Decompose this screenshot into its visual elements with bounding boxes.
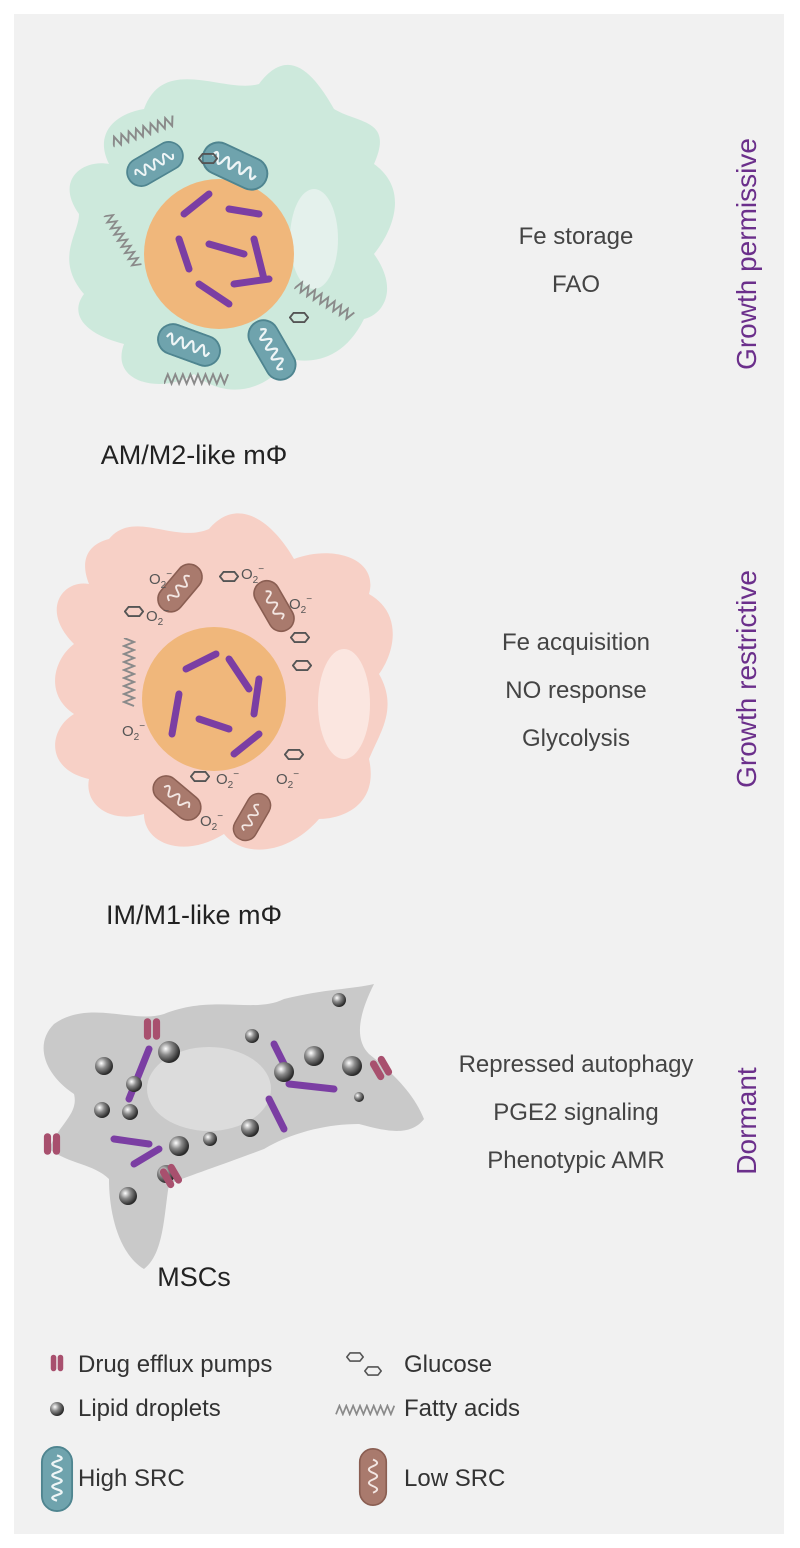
property-fe-storage: Fe storage bbox=[519, 223, 634, 250]
im-m1-macrophage bbox=[55, 513, 393, 850]
state-dormant: Dormant bbox=[731, 1067, 762, 1175]
legend-high-src: High SRC bbox=[78, 1465, 185, 1492]
lipid-droplet bbox=[241, 1119, 259, 1137]
legend-high-src-icon bbox=[40, 1446, 74, 1512]
lipid-droplet bbox=[342, 1056, 362, 1076]
lipid-droplet bbox=[169, 1136, 189, 1156]
superoxide-labels: O2− O2− O2− O2− O2− O2− O2− O2− bbox=[122, 564, 312, 833]
am-m2-vacuole bbox=[290, 189, 338, 289]
superoxide-label: O2− bbox=[149, 569, 172, 591]
lipid-droplet bbox=[95, 1057, 113, 1075]
lipid-droplet bbox=[274, 1062, 294, 1082]
cell-label-am-m2: AM/M2-like mΦ bbox=[101, 440, 288, 470]
am-m2-macrophage bbox=[69, 64, 395, 390]
im-m1-vacuole bbox=[318, 649, 370, 759]
cell-label-im-m1: IM/M1-like mΦ bbox=[106, 900, 282, 930]
legend-drug-efflux-pump-icon bbox=[50, 1354, 64, 1372]
superoxide-label: O2− bbox=[200, 811, 223, 833]
legend-fatty-acid-icon bbox=[335, 1404, 396, 1416]
msc-nucleus bbox=[147, 1047, 271, 1131]
lipid-droplet bbox=[126, 1076, 142, 1092]
superoxide-label: O2− bbox=[216, 769, 239, 791]
lipid-droplet bbox=[245, 1029, 259, 1043]
legend-lipid-droplet-icon bbox=[50, 1402, 64, 1416]
im-m1-bacteria bbox=[168, 650, 263, 758]
legend-low-src-icon bbox=[358, 1448, 388, 1506]
property-fe-acquisition: Fe acquisition bbox=[502, 629, 650, 656]
legend-lipid-droplets: Lipid droplets bbox=[78, 1395, 221, 1422]
lipid-droplet bbox=[94, 1102, 110, 1118]
legend-drug-efflux-pumps: Drug efflux pumps bbox=[78, 1351, 272, 1378]
lipid-droplet bbox=[158, 1041, 180, 1063]
property-pge2-signaling: PGE2 signaling bbox=[493, 1099, 658, 1126]
legend-glucose-icon bbox=[346, 1352, 364, 1362]
legend-fatty-acids: Fatty acids bbox=[404, 1395, 520, 1422]
diagram-svg: AM/M2-like mΦ Fe storage FAO Growth perm… bbox=[40, 64, 762, 1512]
am-m2-nucleus bbox=[144, 179, 294, 329]
superoxide-label: O2− bbox=[122, 721, 145, 743]
legend-glucose-icon bbox=[364, 1366, 382, 1376]
lipid-droplet bbox=[203, 1132, 217, 1146]
msc-cell bbox=[43, 984, 424, 1269]
lipid-droplet bbox=[332, 993, 346, 1007]
state-growth-permissive: Growth permissive bbox=[731, 138, 762, 370]
cell-label-mscs: MSCs bbox=[157, 1262, 231, 1292]
property-phenotypic-amr: Phenotypic AMR bbox=[487, 1147, 664, 1174]
lipid-droplet bbox=[304, 1046, 324, 1066]
property-repressed-autophagy: Repressed autophagy bbox=[459, 1051, 694, 1078]
property-fao: FAO bbox=[552, 271, 600, 298]
property-no-response: NO response bbox=[505, 677, 646, 704]
lipid-droplet bbox=[122, 1104, 138, 1120]
superoxide-label: O2− bbox=[241, 564, 264, 586]
legend-glucose: Glucose bbox=[404, 1351, 492, 1378]
legend-low-src: Low SRC bbox=[404, 1465, 505, 1492]
property-glycolysis: Glycolysis bbox=[522, 725, 630, 752]
superoxide-label: O2− bbox=[289, 594, 312, 616]
im-m1-nucleus bbox=[142, 627, 286, 771]
am-m2-bacteria bbox=[175, 190, 273, 308]
msc-lipid-droplets bbox=[94, 993, 364, 1205]
superoxide-label: O2− bbox=[146, 606, 169, 628]
superoxide-label: O2− bbox=[276, 769, 299, 791]
lipid-droplet bbox=[354, 1092, 364, 1102]
state-growth-restrictive: Growth restrictive bbox=[731, 570, 762, 788]
lipid-droplet bbox=[119, 1187, 137, 1205]
figure-panel: AM/M2-like mΦ Fe storage FAO Growth perm… bbox=[14, 14, 784, 1534]
legend: Drug efflux pumps Glucose Lipid droplets… bbox=[40, 1351, 520, 1512]
